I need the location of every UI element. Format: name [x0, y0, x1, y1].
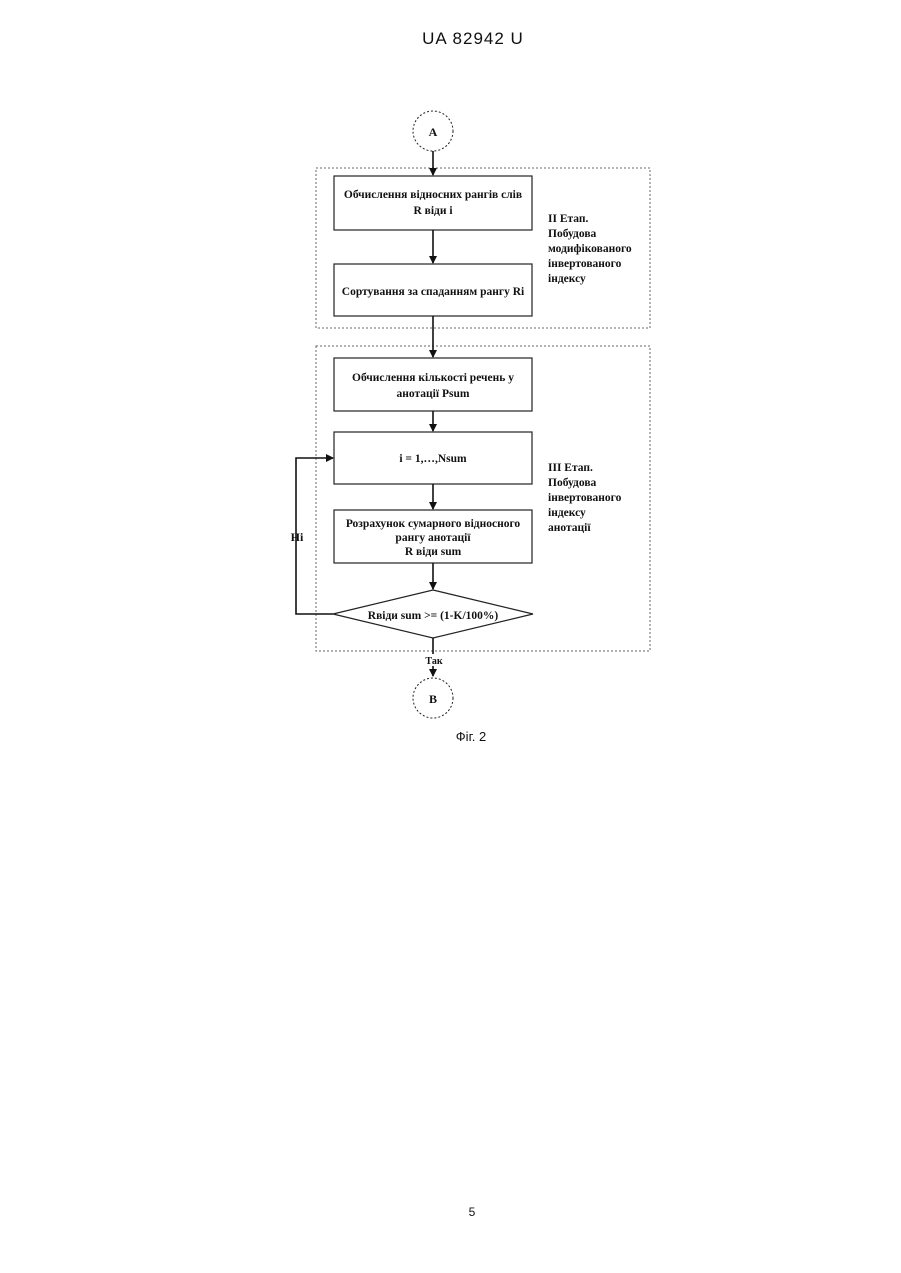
stage-2-label: II Етап. Побудова модифікованого інверто… — [548, 213, 635, 285]
box-sentence-count-line2: анотації Psum — [397, 388, 470, 400]
connector-a-label: A — [429, 125, 438, 139]
branch-yes-label: Так — [425, 656, 442, 667]
branch-no-label: Ні — [291, 530, 304, 544]
box-summary-rank-line3: R віди sum — [405, 546, 462, 558]
box-summary-rank-line1: Розрахунок сумарного відносного — [346, 518, 521, 530]
box-sentence-count-line1: Обчислення кількості речень у — [352, 372, 514, 384]
connector-b-label: B — [429, 692, 437, 706]
box-summary-rank-line2: рангу анотації — [395, 532, 471, 544]
box-sort-by-rank-text: Сортування за спаданням рангу Ri — [342, 286, 525, 298]
box-loop-index-text: i = 1,…,Nsum — [399, 453, 467, 465]
box-sentence-count — [334, 358, 532, 411]
box-relative-word-ranks-line1: Обчислення відносних рангів слів — [344, 189, 522, 201]
box-relative-word-ranks-line2: R віди i — [413, 205, 453, 217]
page-number: 5 — [469, 1205, 476, 1219]
stage-3-label: III Етап. Побудова інвертованого індексу… — [548, 462, 624, 534]
figure-caption: Фіг. 2 — [456, 729, 486, 744]
decision-text: Rвіди sum >= (1-K/100%) — [368, 610, 499, 622]
patent-number: UA 82942 U — [422, 29, 524, 48]
box-relative-word-ranks — [334, 176, 532, 230]
